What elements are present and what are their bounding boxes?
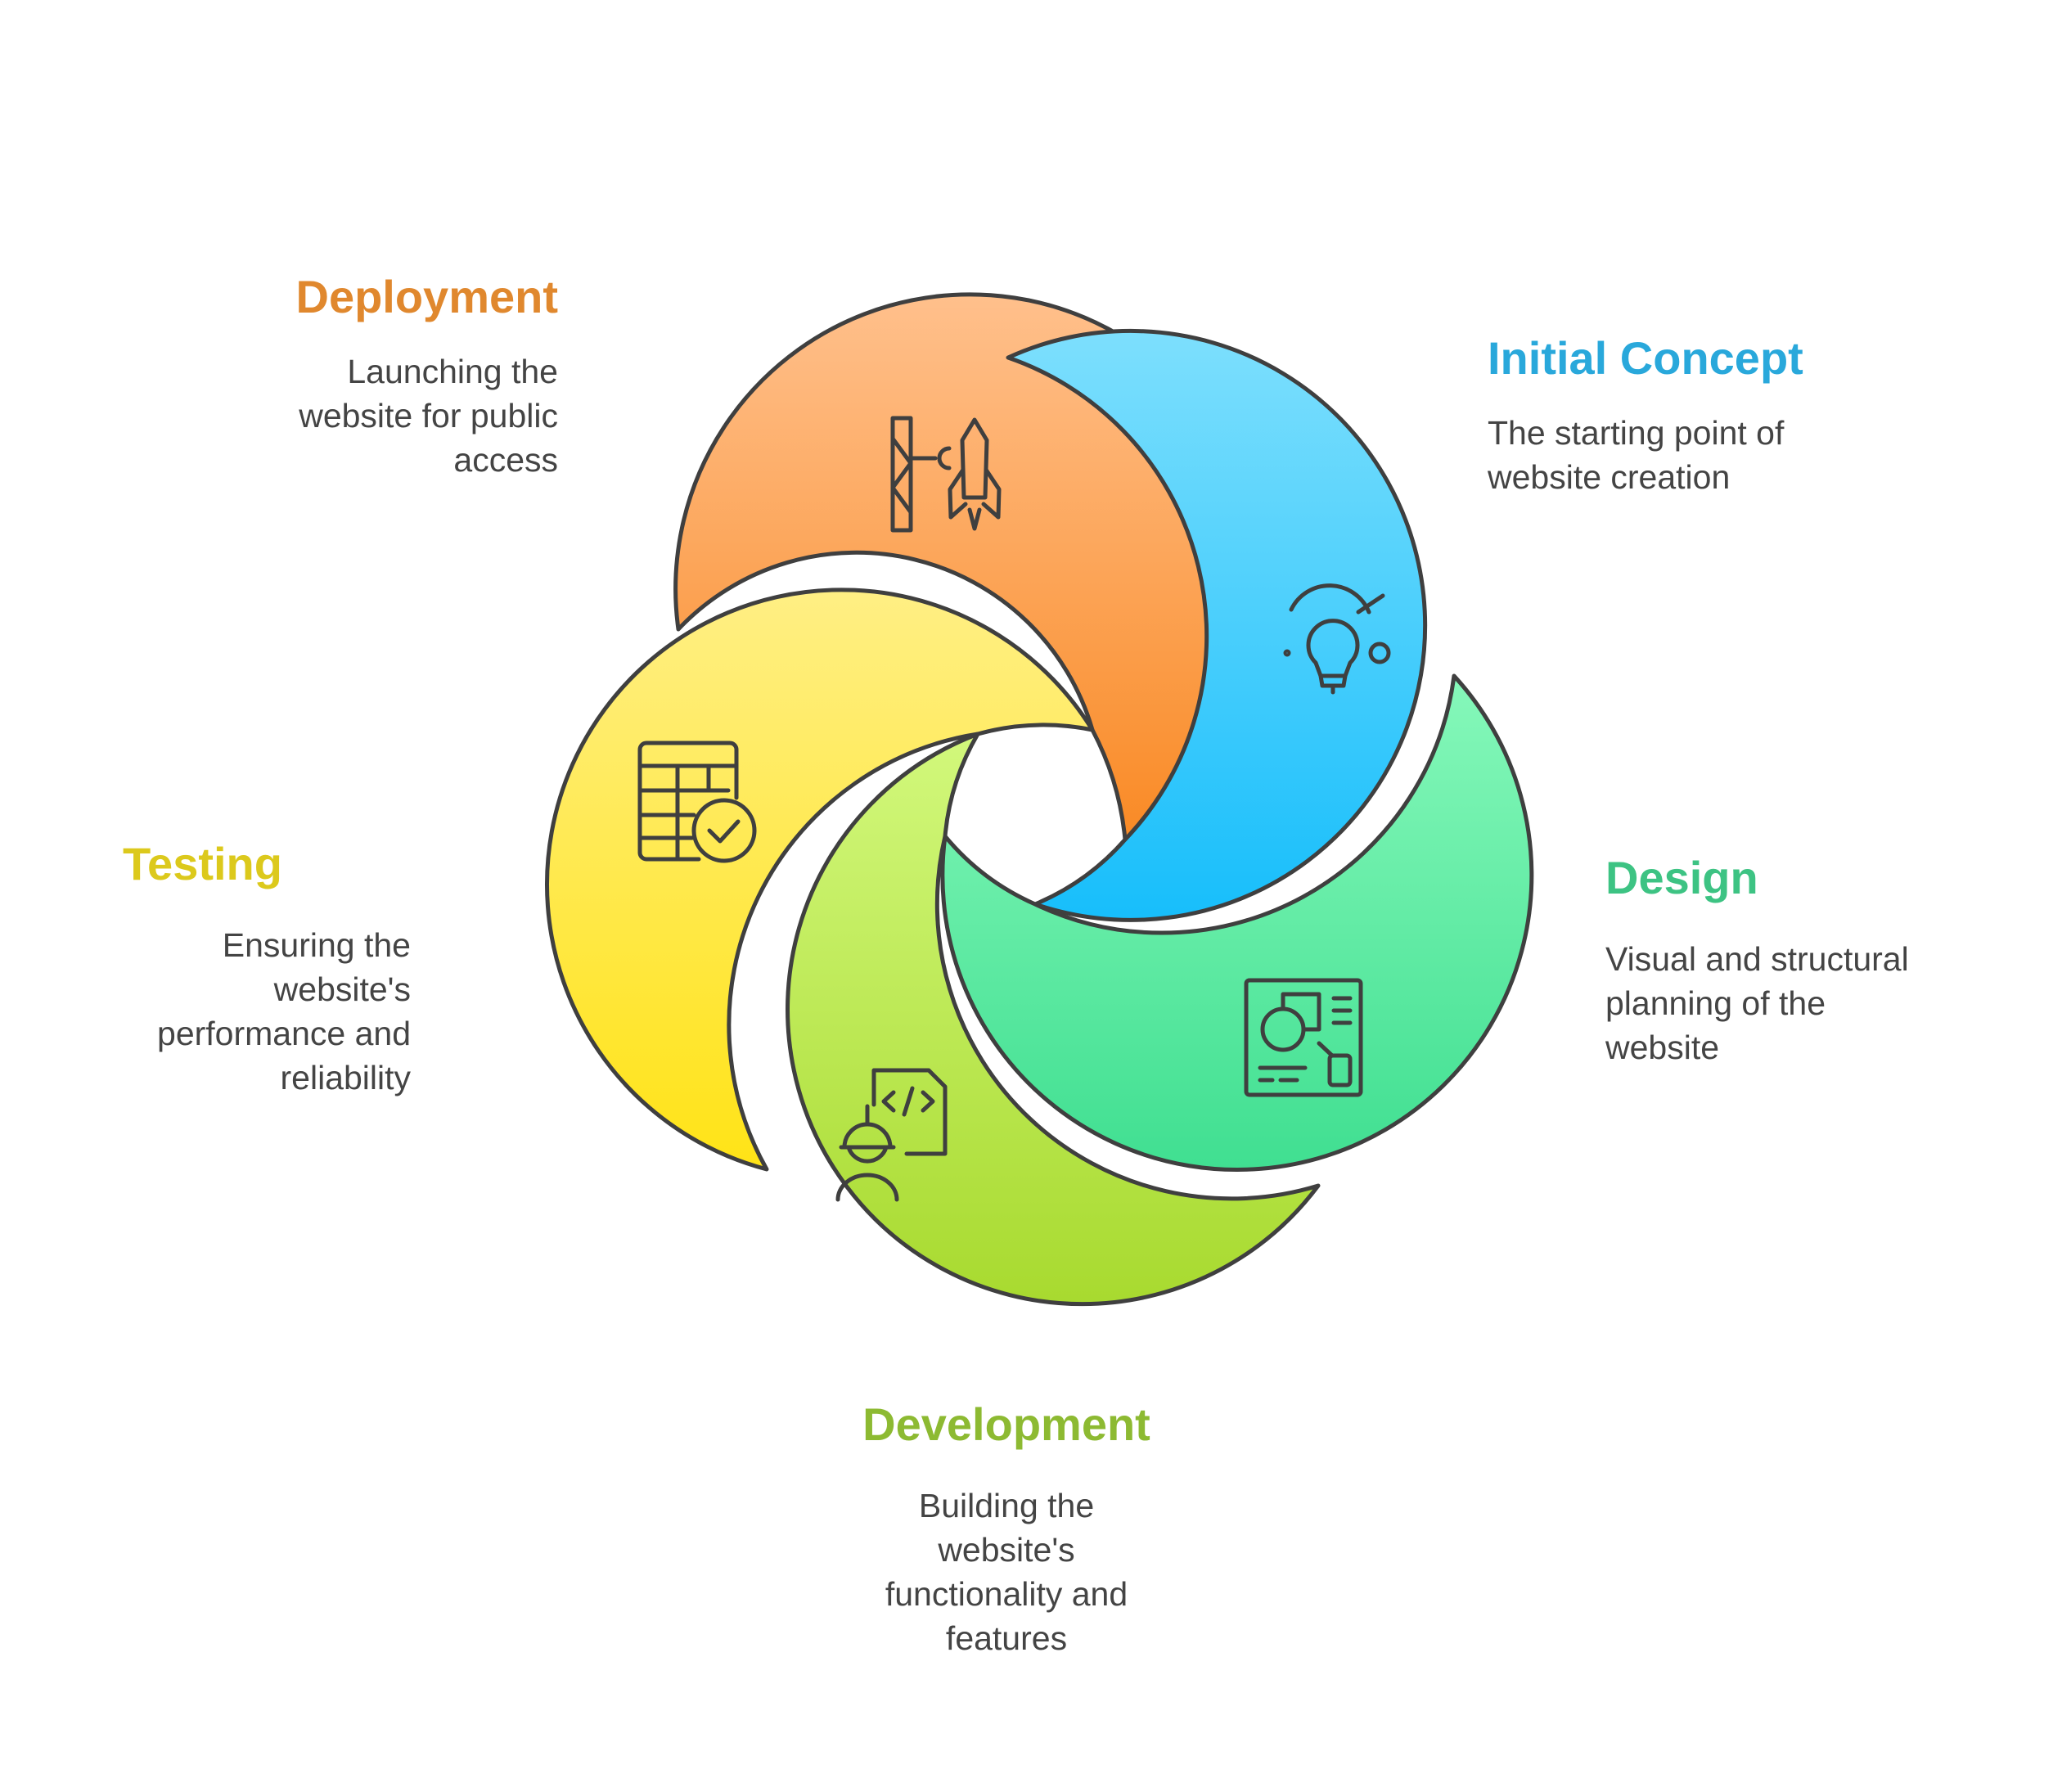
rocket-launch-icon xyxy=(890,416,1002,533)
stage-description: Ensuring the website's performance and r… xyxy=(157,926,411,1096)
stage-development: Development Building the website's funct… xyxy=(826,1402,1186,1660)
stage-initial-concept: Initial Concept The starting point of we… xyxy=(1488,335,1913,499)
stage-description: The starting point of website creation xyxy=(1488,414,1785,496)
design-segment xyxy=(940,673,1534,1173)
stage-design: Design Visual and structural planning of… xyxy=(1605,855,2015,1069)
checklist-table-icon xyxy=(637,741,757,863)
stage-title: Testing xyxy=(123,838,282,889)
developer-code-icon xyxy=(835,1068,948,1202)
stage-description: Launching the website for public access xyxy=(299,353,558,479)
stage-title: Design xyxy=(1605,852,1758,903)
design-layout-icon xyxy=(1244,978,1363,1097)
stage-description: Building the website's functionality and… xyxy=(885,1487,1128,1657)
stage-deployment: Deployment Launching the website for pub… xyxy=(205,271,559,482)
lightbulb-icon xyxy=(1283,583,1391,695)
stage-title: Development xyxy=(862,1398,1150,1450)
stage-title: Deployment xyxy=(295,271,559,322)
development-segment xyxy=(786,732,1321,1307)
stage-testing: Testing Ensuring the website's performan… xyxy=(123,841,411,1100)
initial-concept-segment xyxy=(1006,328,1428,922)
stage-title: Initial Concept xyxy=(1488,332,1803,384)
testing-segment xyxy=(544,588,1095,1172)
stage-description: Visual and structural planning of the we… xyxy=(1605,940,1909,1066)
